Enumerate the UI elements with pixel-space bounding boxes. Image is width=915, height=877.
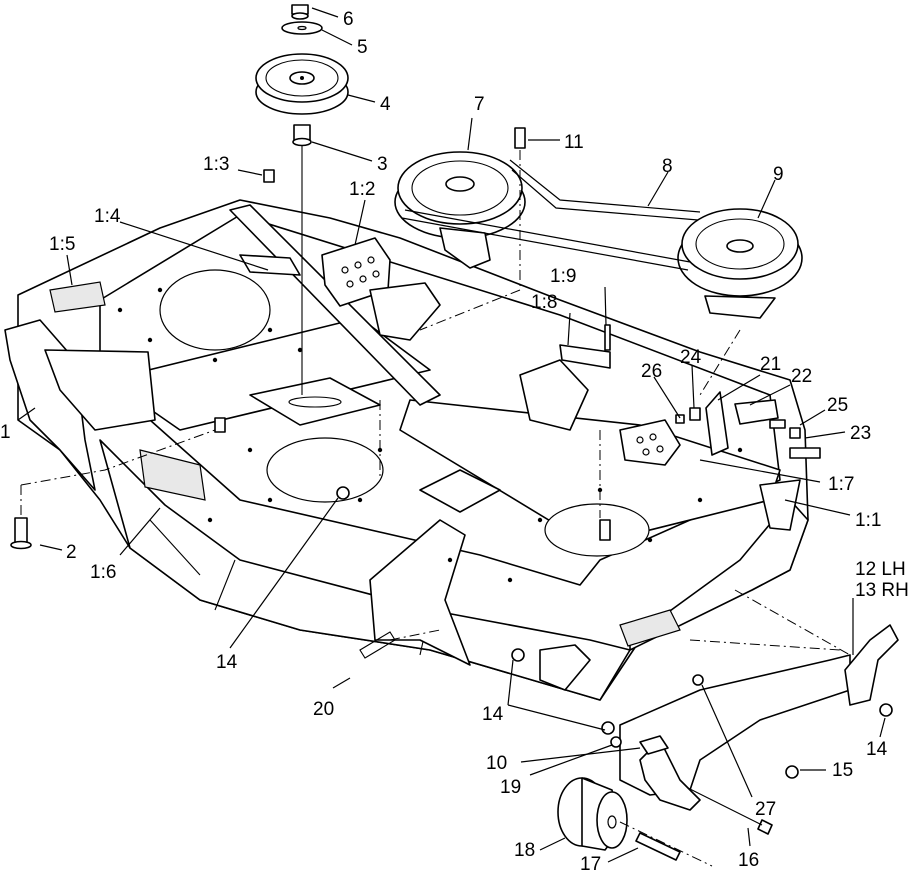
callout-23: 23 bbox=[850, 423, 871, 444]
callout-7: 7 bbox=[474, 94, 485, 115]
callout-8: 8 bbox=[662, 156, 673, 177]
callout-2: 2 bbox=[66, 542, 77, 563]
callout-27: 27 bbox=[755, 799, 776, 820]
callout-17: 17 bbox=[580, 854, 601, 875]
callout-1-6: 1:6 bbox=[90, 562, 116, 583]
callout-20: 20 bbox=[313, 699, 334, 720]
callout-11: 11 bbox=[564, 132, 584, 153]
perforated-spacer-blocks bbox=[321, 237, 681, 466]
callout-1-2: 1:2 bbox=[349, 179, 375, 200]
callout-15: 15 bbox=[832, 760, 853, 781]
callout-1-5: 1:5 bbox=[49, 234, 75, 255]
callout-25: 25 bbox=[827, 395, 848, 416]
front-roller-assembly bbox=[359, 624, 899, 867]
callout-12-lh: 12 LH bbox=[855, 559, 906, 580]
callout-5: 5 bbox=[357, 37, 368, 58]
callout-4: 4 bbox=[380, 94, 391, 115]
callout-24: 24 bbox=[680, 347, 702, 368]
callout-18: 18 bbox=[514, 840, 535, 861]
callout-19: 19 bbox=[500, 777, 521, 798]
callout-9: 9 bbox=[773, 164, 784, 185]
callout-6: 6 bbox=[343, 9, 354, 30]
idler-arm-brackets bbox=[559, 324, 821, 459]
callout-labels: 6 5 4 3 7 11 8 9 1:3 1:2 1:4 1:5 1:9 1:8… bbox=[0, 9, 909, 875]
callout-1-3: 1:3 bbox=[203, 154, 229, 175]
callout-1: 1 bbox=[0, 422, 11, 443]
callout-26: 26 bbox=[641, 361, 662, 382]
callout-1-9: 1:9 bbox=[550, 266, 576, 287]
callout-14-deck: 14 bbox=[216, 652, 238, 673]
callout-1-4: 1:4 bbox=[94, 206, 121, 227]
callout-16: 16 bbox=[738, 850, 759, 871]
callout-13-rh: 13 RH bbox=[855, 580, 909, 601]
deck-hardware bbox=[10, 169, 851, 656]
callout-10: 10 bbox=[486, 753, 507, 774]
callout-21: 21 bbox=[760, 354, 781, 375]
callout-14-front: 14 bbox=[482, 704, 504, 725]
callout-14-right: 14 bbox=[866, 739, 888, 760]
belt-drive-assembly bbox=[394, 127, 803, 319]
callout-1-1: 1:1 bbox=[855, 510, 881, 531]
callout-22: 22 bbox=[791, 366, 812, 387]
leader-lines bbox=[17, 7, 886, 863]
deck-bolt-holes bbox=[117, 287, 743, 583]
callout-1-8: 1:8 bbox=[531, 292, 557, 313]
idler-pulley-stack bbox=[255, 4, 349, 395]
callout-1-7: 1:7 bbox=[828, 474, 854, 495]
callout-3: 3 bbox=[377, 154, 388, 175]
